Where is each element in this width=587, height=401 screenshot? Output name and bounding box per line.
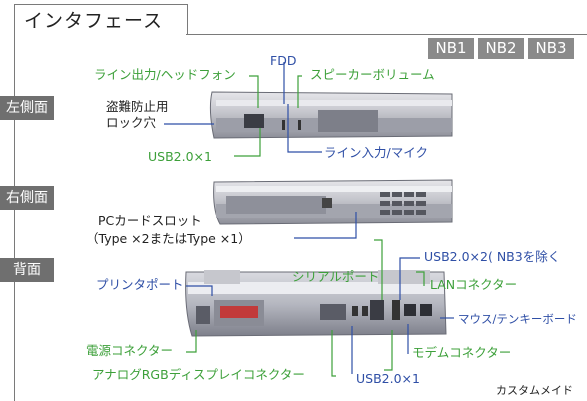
label-lan: LANコネクター: [430, 277, 518, 292]
blue-callout-lines: [164, 62, 454, 374]
section-back: 背面: [0, 258, 54, 282]
section-right-side: 右側面: [0, 186, 54, 210]
label-modem: モデムコネクター: [412, 345, 512, 360]
label-line-out: ライン出力/ヘッドフォン: [94, 67, 236, 82]
badge-nb1: NB1: [428, 38, 474, 59]
label-mouse-keypad: マウス/テンキーボード: [458, 312, 577, 326]
label-speaker-volume: スピーカーボリューム: [310, 67, 435, 82]
label-custom-made: カスタムメイド: [496, 384, 573, 397]
label-usb-back-x2: USB2.0×2( NB3を除く: [424, 249, 561, 264]
back-laptop-image: [185, 270, 447, 337]
label-fdd: FDD: [270, 53, 297, 68]
label-usb-back-x1: USB2.0×1: [356, 371, 420, 386]
left-divider: [14, 34, 15, 401]
section-left-side: 左側面: [0, 96, 54, 120]
label-security-lock-2: ロック穴: [106, 115, 157, 130]
page-title: インタフェース: [24, 10, 164, 32]
label-power: 電源コネクター: [86, 343, 174, 358]
left-side-laptop-image: [209, 91, 453, 139]
right-side-laptop-image: [213, 179, 453, 225]
label-serial-port: シリアルポート: [292, 269, 380, 284]
badge-nb2: NB2: [478, 38, 524, 59]
title-tab: [14, 4, 188, 35]
label-pc-card-1: PCカードスロット: [98, 213, 202, 228]
label-line-in: ライン入力/マイク: [324, 145, 428, 160]
label-usb-left: USB2.0×1: [148, 149, 212, 164]
top-divider: [186, 34, 587, 35]
badge-nb3: NB3: [528, 38, 574, 59]
label-security-lock-1: 盗難防止用: [106, 99, 169, 114]
green-callout-lines: [186, 75, 425, 377]
label-analog-rgb: アナログRGBディスプレイコネクター: [92, 367, 305, 382]
label-pc-card-2: （Type ×2またはType ×1）: [86, 231, 251, 246]
label-printer-port: プリンタポート: [96, 277, 184, 292]
